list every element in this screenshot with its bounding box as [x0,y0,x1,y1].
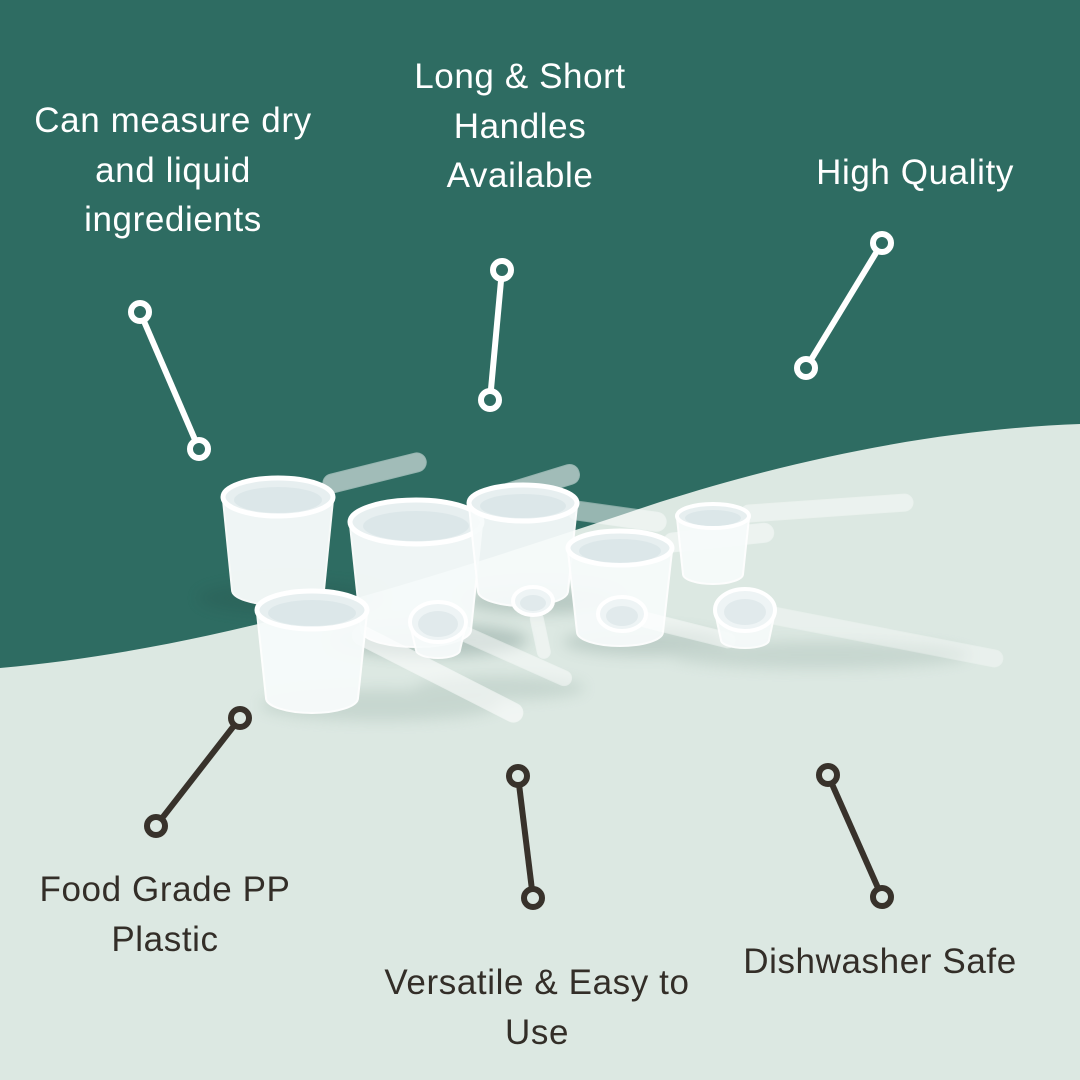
measuring-spoon-long-handle [713,587,1004,668]
measuring-spoon-small-1 [408,600,573,687]
measuring-cup-large-1 [220,452,427,606]
callout-label-handles: Long & Short Handles Available [370,52,670,201]
callout-text-line: Use [504,1012,570,1052]
measuring-scoop-tiny [511,585,555,659]
callout-endpoint [228,706,252,730]
callout-text-line: ingredients [84,200,262,240]
callout-endpoint [144,814,168,838]
callout-text-line: Handles [453,106,587,146]
measuring-spoon-small-2 [596,595,736,649]
callout-line-handles [478,258,514,412]
callout-label-measure-ingredients: Can measure dry and liquid ingredients [8,96,338,245]
callout-endpoint [187,437,211,461]
callout-text-line: Available [446,156,594,196]
callout-endpoint [490,258,514,282]
callout-endpoint [128,300,152,324]
callout-line-measure-ingredients [128,300,211,461]
callout-text-line: Dishwasher Safe [743,942,1017,981]
callout-endpoint [816,763,840,787]
callout-label-high-quality: High Quality [770,148,1060,198]
callout-label-dishwasher: Dishwasher Safe [700,937,1060,987]
callout-text-line: Food Grade PP [39,870,291,909]
callout-text-line: Plastic [111,919,219,959]
measuring-cup-front-left [254,588,524,723]
callout-line-versatile [506,764,545,910]
callout-text-line: and liquid [95,150,251,190]
callout-endpoint [794,356,818,380]
callout-line-dishwasher [816,763,894,909]
background-bottom [0,424,1080,1080]
callout-text-line: High Quality [816,153,1014,192]
callout-endpoint [506,764,530,788]
callout-label-versatile: Versatile & Easy to Use [347,958,727,1057]
callout-label-food-grade: Food Grade PP Plastic [5,865,325,964]
callout-endpoint [478,388,502,412]
callout-line-high-quality [794,231,894,380]
callout-endpoint [521,886,545,910]
measuring-cup-large-3 [466,482,667,607]
callout-endpoint [870,231,894,255]
callout-text-line: Versatile & Easy to [384,963,690,1002]
callout-text-line: Long & Short [414,57,626,96]
callout-text-line: Can measure dry [34,101,312,140]
callout-line-food-grade [144,706,252,838]
measuring-cup-small-long-handle [675,493,914,585]
callout-endpoint [870,885,894,909]
